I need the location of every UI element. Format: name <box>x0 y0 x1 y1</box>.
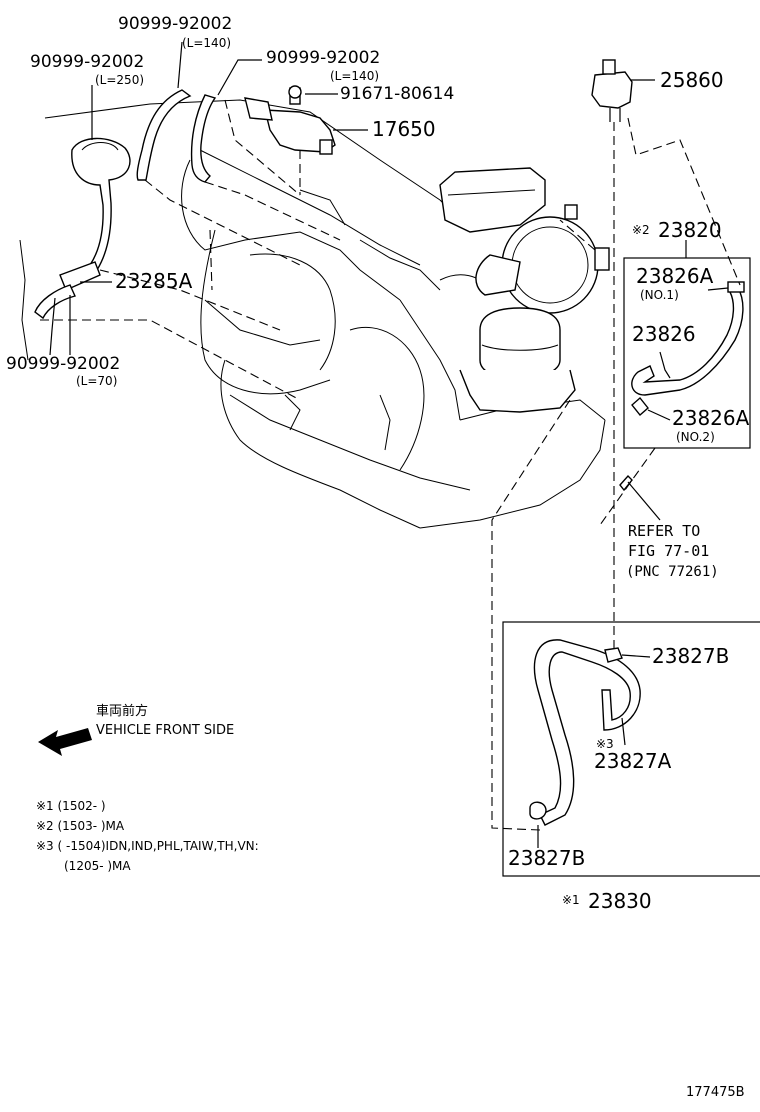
front-arrow-icon <box>38 728 92 756</box>
dashed-lines <box>40 99 741 831</box>
valve-25860 <box>591 59 633 122</box>
label-top-center: 90999-92002 <box>118 14 233 34</box>
refer-part <box>619 474 633 492</box>
label-bottom-left-len: (L=70) <box>76 374 118 388</box>
hose-23830 <box>529 639 641 826</box>
label-top-center-len: (L=140) <box>182 36 232 50</box>
refer-line-1: REFER TO <box>628 522 701 540</box>
hose-23826 <box>631 281 745 417</box>
label-mid: 90999-92002 <box>266 48 381 68</box>
box-23830 <box>502 621 760 877</box>
figure-id: 177475B <box>686 1085 745 1100</box>
label-23830-mark: ※1 <box>562 893 580 907</box>
label-23827a: 23827A <box>594 749 672 773</box>
engine-outline <box>19 99 606 529</box>
note-4: (1205- )MA <box>64 859 131 873</box>
label-23820: 23820 <box>658 218 722 242</box>
label-bracket: 17650 <box>372 117 436 141</box>
note-2: ※2 (1503- )MA <box>36 819 125 833</box>
note-1: ※1 (1502- ) <box>36 799 106 813</box>
label-23826a-2: 23826A <box>672 406 750 430</box>
refer-line-2: FIG 77-01 <box>628 542 710 560</box>
label-bottom-left: 90999-92002 <box>6 354 121 374</box>
front-label-en: VEHICLE FRONT SIDE <box>96 723 235 738</box>
label-23285a: 23285A <box>115 269 193 293</box>
bracket-assembly <box>244 85 336 155</box>
label-23826: 23826 <box>632 322 696 346</box>
label-mid-len: (L=140) <box>330 69 380 83</box>
label-23820-mark: ※2 <box>632 223 650 237</box>
note-3: ※3 ( -1504)IDN,IND,PHL,TAIW,TH,VN: <box>36 839 259 853</box>
label-bolt: 91671-80614 <box>340 84 455 104</box>
label-valve: 25860 <box>660 68 724 92</box>
refer-line-3: (PNC 77261) <box>626 564 719 580</box>
box-23820 <box>623 257 751 449</box>
label-left-len: (L=250) <box>95 73 145 87</box>
label-23827b-top: 23827B <box>652 644 730 668</box>
label-left: 90999-92002 <box>30 52 145 72</box>
label-23830: 23830 <box>588 889 652 913</box>
label-23827b-bottom: 23827B <box>508 846 586 870</box>
label-23826a-1: 23826A <box>636 264 714 288</box>
leader-lines <box>49 41 729 848</box>
front-label-jp: 車両前方 <box>96 704 149 719</box>
intake-assembly <box>439 167 610 413</box>
label-23826a-1-no: (NO.1) <box>640 288 679 302</box>
label-23827a-mark: ※3 <box>596 737 614 751</box>
label-23826a-2-no: (NO.2) <box>676 430 715 444</box>
